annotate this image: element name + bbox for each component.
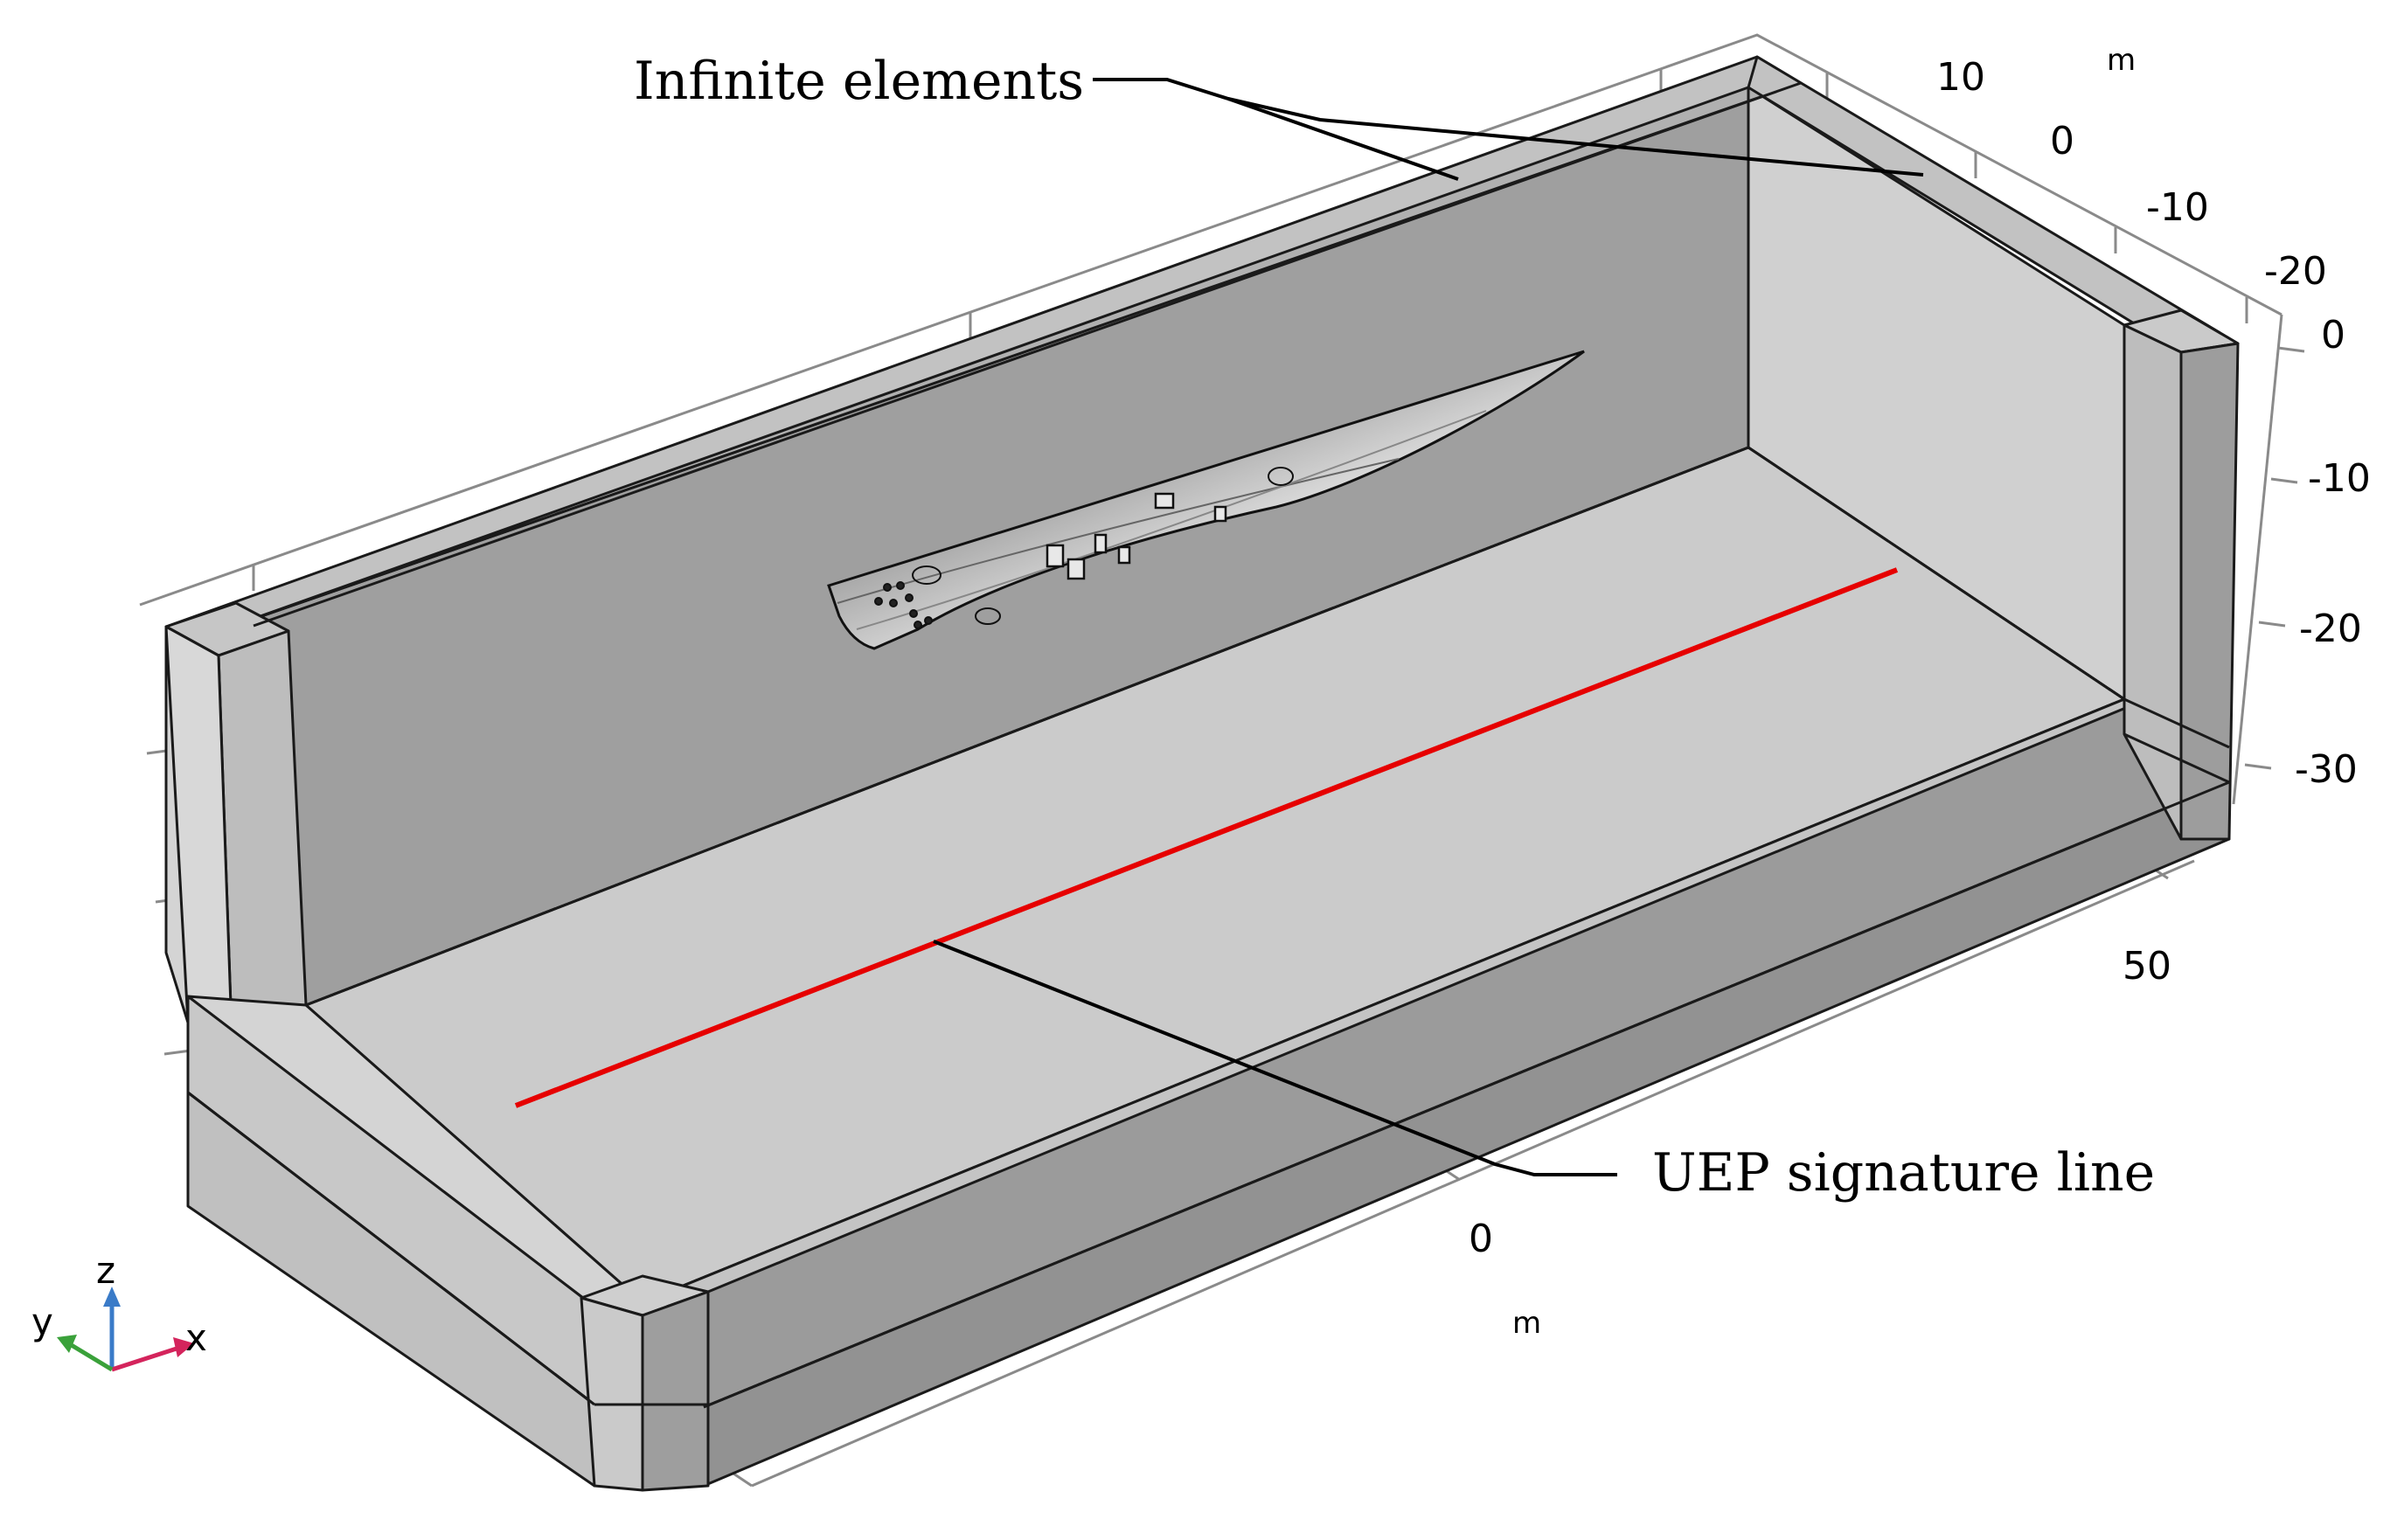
x-tick: 0 [1469,1217,1493,1261]
uep-signature-line [514,567,1899,1108]
z-axis-ticks: 0 -10 -20 -30 [2295,313,2371,792]
z-tick: -20 [2299,607,2362,651]
infinite-elements-label: Infinite elements [634,51,1084,112]
y-tick: -10 [2146,185,2209,230]
infinite-element-domain [164,55,2240,1492]
y-axis-ticks: 10 0 -10 -20 [1936,55,2327,294]
triad-y-arrow-icon [57,1335,77,1353]
y-tick: 0 [2050,119,2074,163]
z-tick: -10 [2308,456,2371,501]
triad-x-axis [111,1345,180,1372]
triad-y-label: y [31,1301,53,1343]
x-tick: 50 [2123,944,2171,989]
y-tick: -20 [2264,249,2327,294]
triad-x-arrow-icon [173,1337,194,1357]
uep-signature-line-label: UEP signature line [1652,1142,2155,1204]
triad-z-label: z [96,1249,115,1292]
triad-y-axis [68,1342,114,1372]
front-corner-right [641,1290,710,1492]
z-tick: 0 [2321,313,2345,357]
coordinate-triad: z x y [31,1249,207,1372]
y-tick: 10 [1936,55,1985,100]
z-tick: -30 [2295,747,2358,792]
ship-hull [827,350,1585,650]
leader-lines [933,78,1924,1176]
triad-x-label: x [185,1316,207,1359]
x-axis-ticks: 0 50 [1469,944,2171,1261]
y-axis-unit: m [2107,43,2136,78]
triad-z-arrow-icon [103,1287,121,1307]
x-axis-unit: m [1512,1306,1541,1341]
